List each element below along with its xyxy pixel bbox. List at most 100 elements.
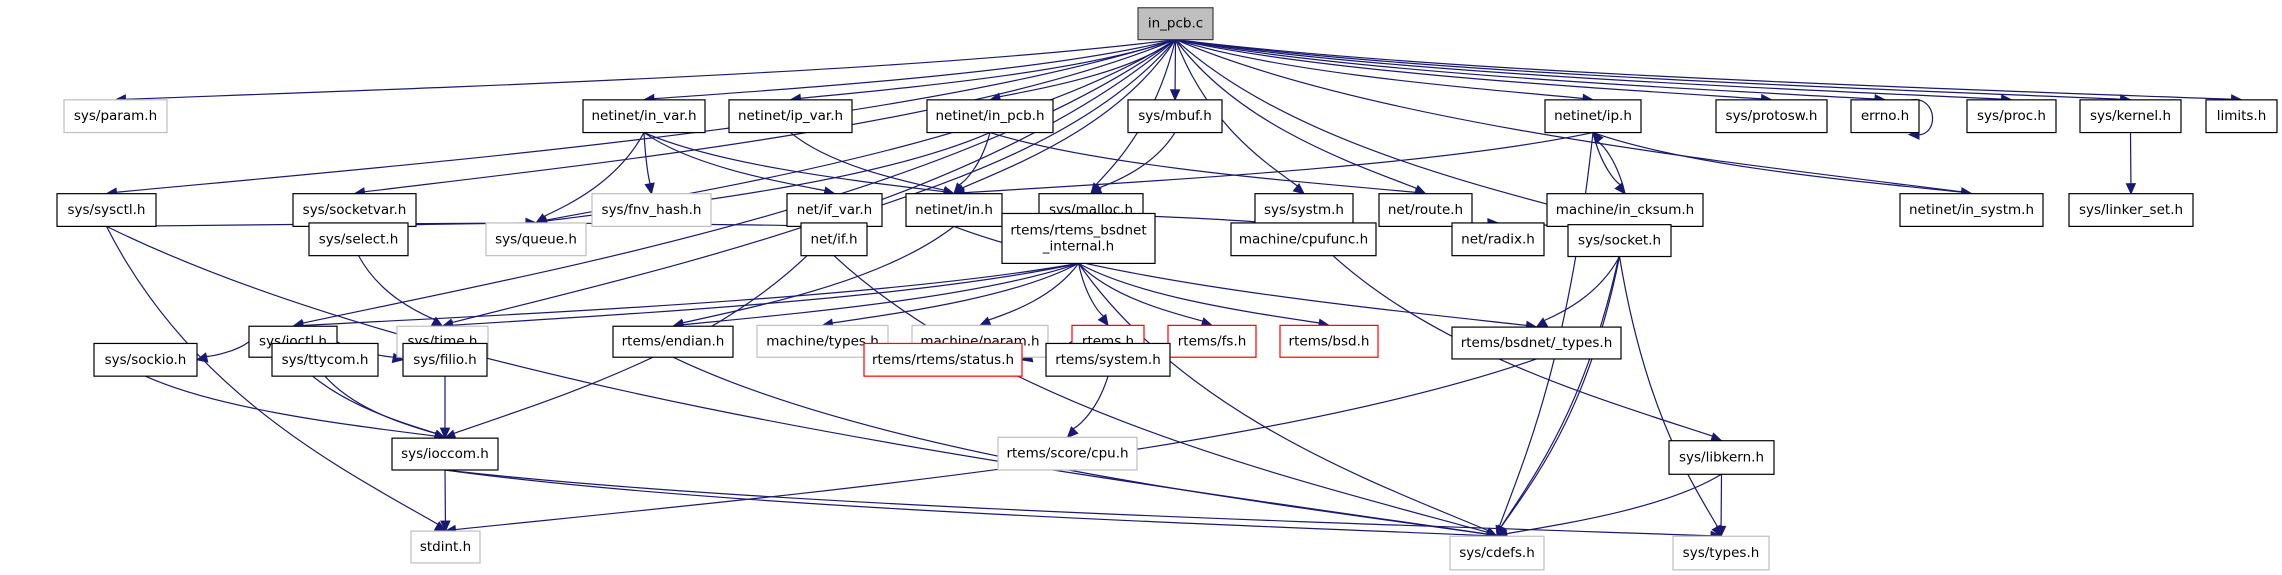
node-box[interactable]: [786, 193, 883, 227]
edge-in-pcb-c-to-sys-mbuf: [1169, 39, 1181, 102]
node-label: sys/linker_set.h: [2079, 202, 2183, 218]
node-box[interactable]: [1001, 212, 1156, 264]
node-box[interactable]: [1127, 99, 1223, 134]
edge-line: [1078, 263, 1489, 532]
node-sys-sysctl[interactable]: sys/sysctl.h: [56, 193, 157, 227]
node-box[interactable]: [612, 325, 734, 358]
arrowhead-icon: [644, 182, 655, 195]
node-sys-linker-set[interactable]: sys/linker_set.h: [2068, 193, 2194, 227]
node-netinet-in[interactable]: netinet/in.h: [905, 193, 1003, 227]
node-net-if[interactable]: net/if.h: [800, 222, 868, 257]
node-box[interactable]: [1850, 99, 1920, 134]
node-box[interactable]: [905, 193, 1003, 227]
node-box[interactable]: [1668, 440, 1775, 475]
edge-line: [643, 132, 651, 184]
node-box[interactable]: [1137, 7, 1214, 41]
node-sys-select[interactable]: sys/select.h: [308, 222, 409, 257]
node-box[interactable]: [728, 99, 853, 134]
node-sys-proc[interactable]: sys/proc.h: [1966, 99, 2057, 134]
edge-line: [106, 225, 1488, 535]
node-sys-socketvar[interactable]: sys/socketvar.h: [292, 193, 417, 227]
node-box[interactable]: [582, 99, 706, 134]
node-net-route[interactable]: net/route.h: [1378, 193, 1473, 227]
node-box: [997, 436, 1138, 471]
node-box[interactable]: [2079, 99, 2182, 134]
edge-line: [1500, 256, 1621, 528]
node-rtems-system[interactable]: rtems/system.h: [1045, 342, 1171, 377]
node-label: netinet/ip.h: [1554, 108, 1632, 124]
node-netinet-ip-var[interactable]: netinet/ip_var.h: [728, 99, 853, 134]
node-box[interactable]: [2068, 193, 2194, 227]
node-box[interactable]: [56, 193, 157, 227]
node-box[interactable]: [1254, 193, 1354, 227]
node-sys-kernel[interactable]: sys/kernel.h: [2079, 99, 2182, 134]
node-box[interactable]: [93, 342, 198, 377]
node-box[interactable]: [2205, 99, 2278, 134]
node-box[interactable]: [926, 99, 1054, 134]
node-sys-sockio[interactable]: sys/sockio.h: [93, 342, 198, 377]
node-netinet-in-systm[interactable]: netinet/in_systm.h: [1899, 193, 2044, 227]
node-box[interactable]: [1451, 326, 1622, 360]
edge-line: [1077, 263, 1105, 317]
node-box[interactable]: [402, 342, 488, 377]
node-rtems-bsdnet-internal[interactable]: rtems/rtems_bsdnet_internal.h: [1001, 212, 1156, 264]
node-box[interactable]: [1451, 222, 1545, 257]
node-box[interactable]: [800, 222, 868, 257]
node-sys-ttycom[interactable]: sys/ttycom.h: [271, 342, 379, 377]
node-box[interactable]: [1230, 222, 1377, 257]
node-sys-socket[interactable]: sys/socket.h: [1567, 224, 1672, 258]
node-net-if-var[interactable]: net/if_var.h: [786, 193, 883, 227]
node-rtems-endian[interactable]: rtems/endian.h: [612, 325, 734, 358]
node-label: machine/cpufunc.h: [1239, 231, 1368, 247]
node-in-pcb-c[interactable]: in_pcb.c: [1137, 7, 1214, 41]
node-box[interactable]: [1966, 99, 2057, 134]
node-sys-libkern[interactable]: sys/libkern.h: [1668, 440, 1775, 475]
node-netinet-in-var[interactable]: netinet/in_var.h: [582, 99, 706, 134]
node-label: netinet/in_var.h: [591, 108, 696, 124]
node-box[interactable]: [1045, 342, 1171, 377]
node-box[interactable]: [271, 342, 379, 377]
node-label: sys/mbuf.h: [1138, 108, 1212, 124]
node-stdint: stdint.h: [410, 530, 481, 564]
node-label: sys/ioccom.h: [401, 446, 489, 462]
node-sys-ioccom[interactable]: sys/ioccom.h: [391, 437, 499, 471]
arrowhead-icon: [433, 521, 447, 532]
node-box[interactable]: [1715, 99, 1828, 134]
node-box[interactable]: [1378, 193, 1473, 227]
node-box[interactable]: [1899, 193, 2044, 227]
edge-line: [444, 469, 1712, 537]
node-netinet-in-pcb[interactable]: netinet/in_pcb.h: [926, 99, 1054, 134]
arrowhead-icon: [1097, 313, 1109, 327]
edge-sys-ioccom-to-stdint: [440, 469, 451, 533]
node-label: netinet/in.h: [915, 202, 993, 218]
node-machine-in-cksum[interactable]: machine/in_cksum.h: [1546, 193, 1704, 227]
node-box[interactable]: [1567, 224, 1672, 258]
node-sys-protosw[interactable]: sys/protosw.h: [1715, 99, 1828, 134]
node-limits[interactable]: limits.h: [2205, 99, 2278, 134]
edge-sys-ioccom-to-sys-cdefs: [444, 469, 1499, 542]
node-box[interactable]: [1544, 99, 1642, 134]
node-errno[interactable]: errno.h: [1850, 99, 1920, 134]
edge-rtems-system-to-rtems-score-cpu: [1066, 375, 1109, 439]
node-machine-types: machine/types.h: [756, 324, 889, 358]
node-netinet-ip[interactable]: netinet/ip.h: [1544, 99, 1642, 134]
edge-sys-ioctl-to-sys-sockio: [195, 341, 250, 363]
edge-sys-libkern-to-sys-types: [1715, 474, 1727, 538]
node-box[interactable]: [308, 222, 409, 257]
edge-line: [1175, 39, 1876, 100]
edge-line: [1303, 225, 1713, 437]
edge-line: [800, 39, 1176, 99]
node-sys-filio[interactable]: sys/filio.h: [402, 342, 488, 377]
node-machine-cpufunc[interactable]: machine/cpufunc.h: [1230, 222, 1377, 257]
node-box[interactable]: [391, 437, 499, 471]
edge-line: [1175, 39, 1762, 100]
edge-in-pcb-c-to-netinet-in-var: [642, 39, 1176, 105]
edge-line: [324, 375, 437, 435]
node-sys-mbuf[interactable]: sys/mbuf.h: [1127, 99, 1223, 134]
node-sys-systm[interactable]: sys/systm.h: [1254, 193, 1354, 227]
node-label: netinet/in_systm.h: [1909, 202, 2034, 218]
edge-rtems-bsdnet-internal-to-sys-cdefs: [1078, 263, 1499, 537]
node-rtems-bsdnet-types[interactable]: rtems/bsdnet/_types.h: [1451, 326, 1622, 360]
node-net-radix[interactable]: net/radix.h: [1451, 222, 1545, 257]
